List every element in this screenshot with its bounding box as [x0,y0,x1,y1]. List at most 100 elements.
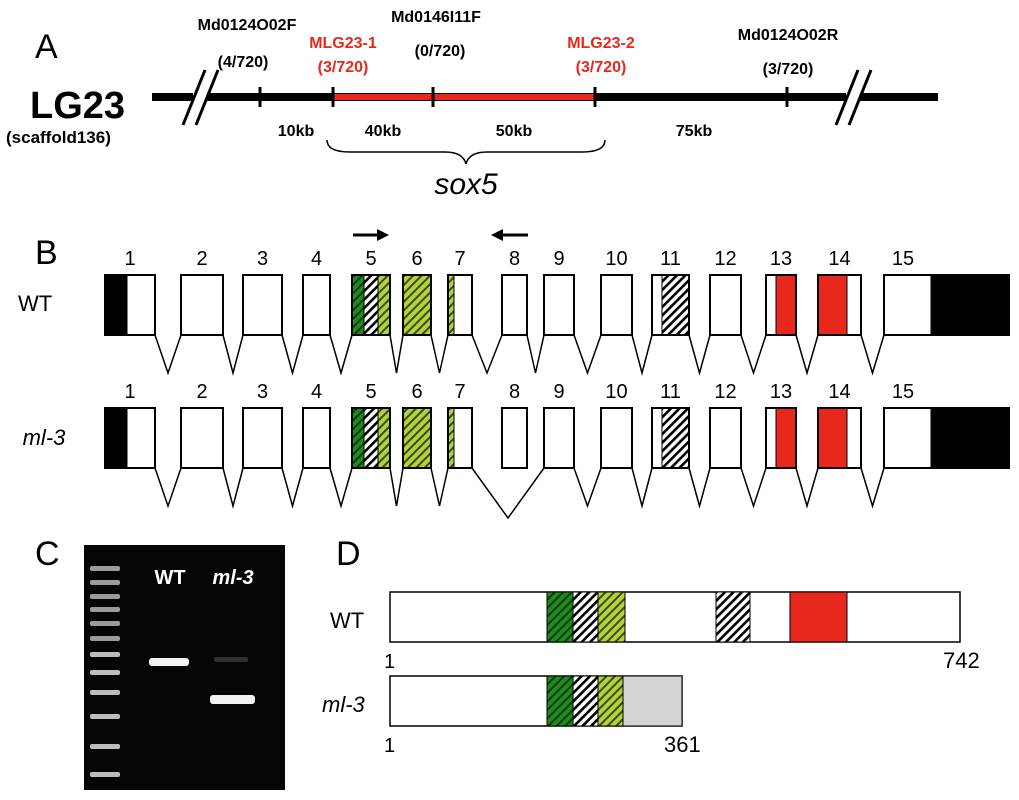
exon-10 [600,407,633,469]
panel-d: D WT ml-3 1 742 1 361 [322,535,980,757]
exon-number-10: 10 [605,381,627,403]
intron-line [154,467,182,509]
exon-9 [543,274,575,336]
intron-line [795,334,819,376]
marker-1-name: Md0124O02F [198,17,297,34]
protein-wt-domain-green [546,591,574,643]
exon-number-11: 11 [660,381,681,403]
exon-number-14: 14 [828,381,850,403]
exon-5-outline [351,274,391,336]
exon-number-15: 15 [892,381,914,403]
ladder-band [90,621,120,626]
exon-2 [180,407,224,469]
panel-d-letter: D [336,535,361,573]
protein-wt-label: WT [330,608,364,633]
exon-3-outline [242,274,283,336]
marker-3-count: (0/720) [415,43,466,60]
exon-9 [543,407,575,469]
ladder-band [90,714,120,719]
exon-number-5: 5 [365,248,376,270]
protein-ml3-end: 361 [664,732,701,757]
exon-number-1: 1 [124,248,135,270]
intron-line [281,467,304,509]
exon-4 [302,274,331,336]
exon-5-domain [363,274,379,336]
protein-ml3-domain-yellow [597,675,624,727]
protein-wt-start: 1 [384,651,395,673]
exon-4-outline [302,274,331,336]
gel-band-wt [149,658,189,666]
exon-7-outline [447,274,473,336]
protein-ml3-frameshift-region [622,675,683,727]
panel-a-letter: A [35,28,58,66]
exon-10 [600,274,633,336]
exon-11-outline [651,407,690,469]
wt-row-label: WT [18,291,52,316]
exon-6-outline [402,407,432,469]
left-break-mark-1 [181,69,207,126]
ladder-band [90,580,120,585]
exon-3-outline [242,407,283,469]
ladder-band [90,636,120,641]
distance-3: 50kb [496,123,533,140]
exon-number-5: 5 [365,381,376,403]
exon-number-2: 2 [196,248,207,270]
exon-4 [302,407,331,469]
exon-15-domain [930,407,1010,469]
exon-5-outline [351,407,391,469]
exon-number-3: 3 [257,248,268,270]
exon-15-outline [883,407,1010,469]
exon-number-4: 4 [311,248,322,270]
dna-ladder [90,566,120,777]
exon-10-outline [600,274,633,336]
ladder-band [90,607,120,612]
exon-9-outline [543,407,575,469]
protein-ml3-label: ml-3 [322,692,366,717]
ladder-band [90,690,120,695]
intron-line [329,334,353,376]
exon-11-domain [661,407,690,469]
marker-4-count: (3/720) [576,59,627,76]
exon-number-9: 9 [553,381,564,403]
exon-5-domain [377,274,391,336]
intron-line [526,334,545,374]
exon-number-9: 9 [553,248,564,270]
exon-6-domain [402,407,432,469]
exon-4-outline [302,407,331,469]
ladder-band [90,594,120,599]
protein-wt-domain-hatched [572,591,599,643]
exon-2-outline [180,407,224,469]
ladder-band [90,772,120,777]
exon-8 [501,407,528,469]
intron-line [795,467,819,509]
exon-8-outline [501,274,528,336]
intron-line [860,467,885,509]
marker-5-name: Md0124O02R [738,27,839,44]
exon-3 [242,407,283,469]
exon-13-outline [765,274,797,336]
intron-line [471,334,503,376]
exon-number-15: 15 [892,248,914,270]
exon-12-outline [709,407,742,469]
intron-line [573,467,602,509]
scaffold-label: (scaffold136) [6,128,111,147]
intron-line [329,467,353,509]
exon-number-7: 7 [454,248,465,270]
distance-1: 10kb [278,123,315,140]
protein-wt-bar [389,591,961,643]
intron-line [430,334,449,374]
exon-3 [242,274,283,336]
gel-faint-band-ml3 [214,657,248,662]
gel-band-ml3 [210,695,255,704]
protein-wt-domain-yellow [597,591,626,643]
forward-primer-arrow [353,229,389,241]
exon-number-6: 6 [411,381,422,403]
exon-5-domain [363,407,379,469]
intron-line [631,334,653,376]
panel-b-letter: B [35,234,58,272]
exon-number-13: 13 [770,381,792,403]
marker-2-count: (3/720) [318,59,369,76]
marker-1-count: (4/720) [218,54,269,71]
